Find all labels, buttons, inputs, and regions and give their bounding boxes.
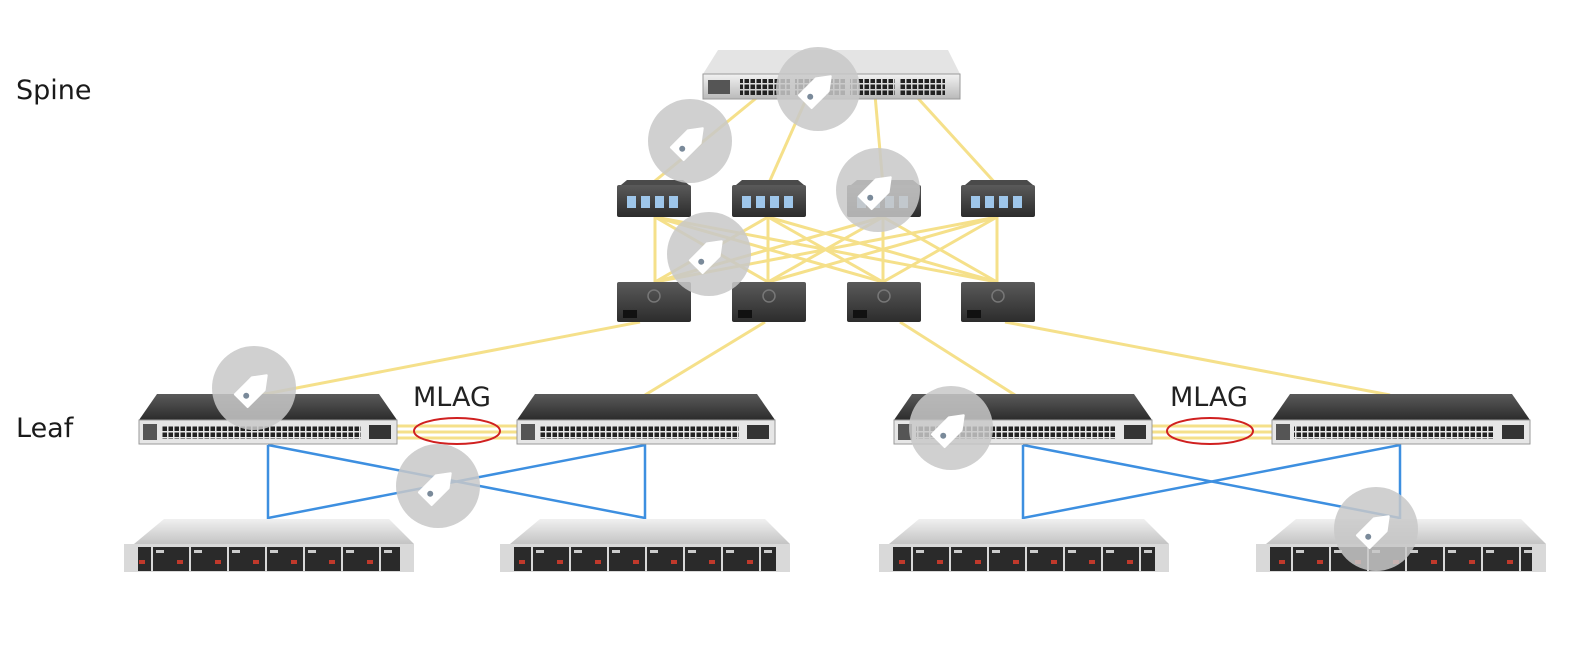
storage-server	[500, 519, 790, 572]
fan-module	[732, 282, 806, 322]
leaf-switches	[138, 394, 1531, 445]
price-tag-icon[interactable]	[1334, 487, 1418, 571]
leaf-switch	[516, 394, 776, 445]
storage-server	[879, 519, 1169, 572]
mlag-label-right: MLAG	[1170, 382, 1248, 413]
leaf-switch	[1271, 394, 1531, 445]
mlag-group-right: MLAG	[1166, 382, 1254, 445]
price-tag-icon[interactable]	[909, 386, 993, 470]
leaf-label: Leaf	[16, 413, 75, 444]
spine-label: Spine	[16, 75, 92, 106]
mlag-group-left: MLAG	[413, 382, 501, 445]
fan-module	[847, 282, 921, 322]
price-tag-icon[interactable]	[212, 346, 296, 430]
server-cables	[266, 443, 1402, 520]
price-tag-icon[interactable]	[648, 99, 732, 183]
mlag-label-left: MLAG	[413, 382, 491, 413]
uplink-cables	[259, 93, 1391, 440]
servers	[124, 519, 1546, 572]
breakout-module	[617, 180, 691, 217]
storage-server	[124, 519, 414, 572]
fan-module	[961, 282, 1035, 322]
breakout-modules-bottom	[617, 282, 1035, 322]
breakout-modules-top	[617, 180, 1035, 217]
breakout-module	[961, 180, 1035, 217]
price-tag-icon[interactable]	[836, 148, 920, 232]
product-tags	[212, 47, 1418, 571]
price-tag-icon[interactable]	[667, 212, 751, 296]
fan-module	[617, 282, 691, 322]
price-tag-icon[interactable]	[396, 444, 480, 528]
breakout-module	[732, 180, 806, 217]
price-tag-icon[interactable]	[776, 47, 860, 131]
